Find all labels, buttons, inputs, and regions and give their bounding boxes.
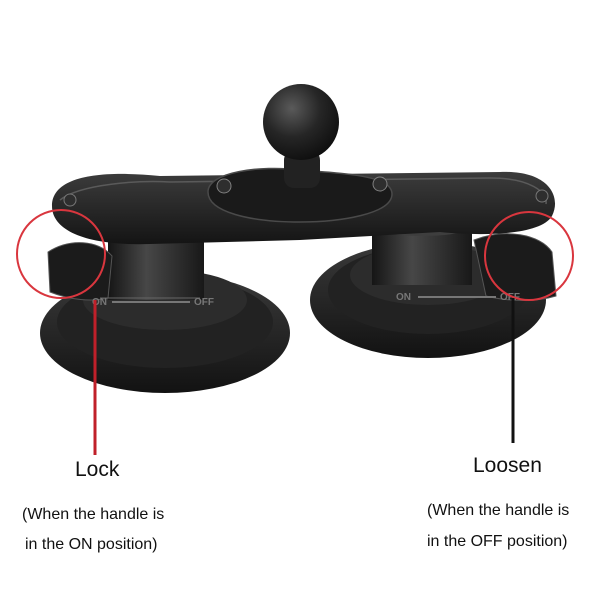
lock-highlight-circle: [16, 209, 106, 299]
ball-head: [263, 84, 339, 160]
loosen-highlight-circle: [484, 211, 574, 301]
loosen-note-line2: in the OFF position): [427, 533, 568, 550]
right-off-marking: OFF: [500, 292, 520, 303]
base-screw-right: [372, 176, 388, 192]
left-suction-mount: ON OFF: [40, 221, 290, 393]
loosen-title: Loosen: [473, 454, 542, 477]
lock-note-line2: in the ON position): [25, 536, 158, 553]
plate-screw-right: [535, 189, 549, 203]
plate-screw-left: [63, 193, 77, 207]
ball-base: [207, 150, 393, 223]
lock-note-line1: (When the handle is: [22, 506, 165, 523]
left-lever-handle: [47, 242, 113, 301]
loosen-note-line1: (When the handle is: [427, 502, 570, 519]
base-screw-left: [216, 178, 232, 194]
left-on-marking: ON: [92, 297, 107, 308]
left-off-marking: OFF: [194, 297, 214, 308]
lock-title: Lock: [75, 458, 120, 481]
right-on-marking: ON: [396, 292, 411, 303]
